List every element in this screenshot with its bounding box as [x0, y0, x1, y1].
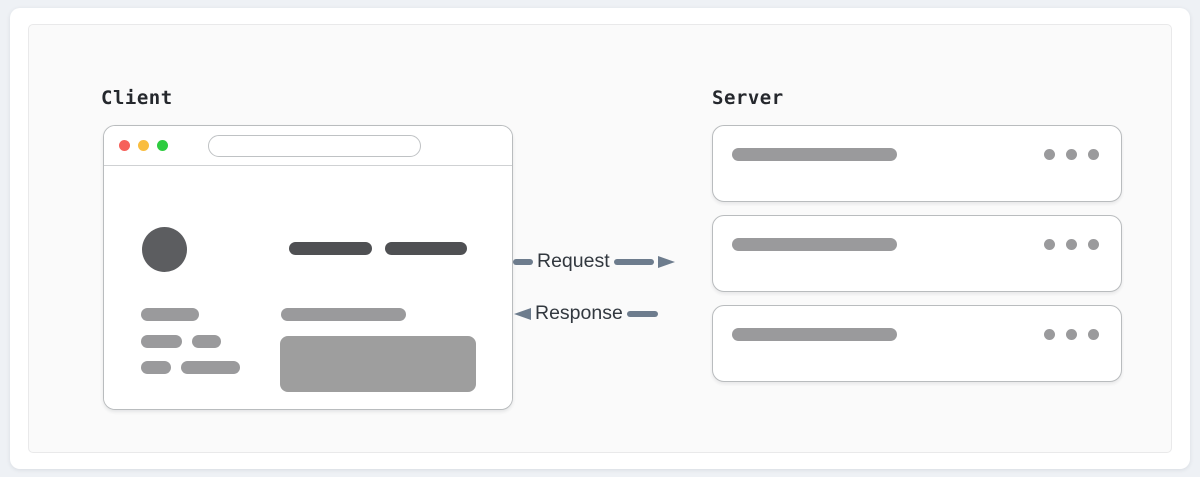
- server-unit-1: [712, 125, 1122, 202]
- heading-placeholder-bar-2: [385, 242, 467, 255]
- server-status-dot: [1088, 329, 1099, 340]
- response-line-right: [626, 311, 658, 317]
- server-rack-stack: [712, 125, 1122, 382]
- arrow-right-icon: [657, 256, 675, 268]
- flow-arrow-group: Request Response: [513, 235, 719, 345]
- client-browser-window: [103, 125, 513, 410]
- traffic-light-group: [119, 140, 168, 151]
- server-label-placeholder-bar: [732, 148, 897, 161]
- server-status-dot: [1088, 149, 1099, 160]
- request-line-left: [513, 259, 533, 265]
- server-status-dot: [1066, 149, 1077, 160]
- text-placeholder-bar-left-5: [181, 361, 240, 374]
- page-card: Client: [10, 8, 1190, 469]
- diagram-panel: Client: [28, 24, 1172, 453]
- server-unit-2: [712, 215, 1122, 292]
- content-block-placeholder: [280, 336, 476, 392]
- browser-content-area: [104, 166, 512, 409]
- server-status-dot: [1044, 239, 1055, 250]
- text-placeholder-bar-left-1: [141, 308, 199, 321]
- server-status-dot-group: [1044, 149, 1099, 160]
- request-label: Request: [537, 250, 610, 273]
- request-flow: Request: [513, 245, 719, 279]
- arrow-left-icon: [514, 308, 531, 320]
- response-flow: Response: [513, 297, 719, 331]
- server-label-placeholder-bar: [732, 238, 897, 251]
- text-placeholder-bar-left-2: [141, 335, 182, 348]
- maximize-dot[interactable]: [157, 140, 168, 151]
- server-unit-3: [712, 305, 1122, 382]
- server-status-dot: [1088, 239, 1099, 250]
- server-status-dot: [1044, 149, 1055, 160]
- server-status-dot-group: [1044, 239, 1099, 250]
- avatar-placeholder: [142, 227, 187, 272]
- server-status-dot-group: [1044, 329, 1099, 340]
- close-dot[interactable]: [119, 140, 130, 151]
- response-label: Response: [535, 302, 623, 325]
- server-section-title: Server: [712, 87, 784, 109]
- heading-placeholder-bar-1: [289, 242, 372, 255]
- text-placeholder-bar-right-1: [281, 308, 406, 321]
- text-placeholder-bar-left-3: [192, 335, 221, 348]
- url-bar-input[interactable]: [208, 135, 421, 157]
- request-line-right: [613, 259, 654, 265]
- minimize-dot[interactable]: [138, 140, 149, 151]
- server-status-dot: [1066, 329, 1077, 340]
- text-placeholder-bar-left-4: [141, 361, 171, 374]
- client-section-title: Client: [101, 87, 173, 109]
- server-label-placeholder-bar: [732, 328, 897, 341]
- server-status-dot: [1044, 329, 1055, 340]
- server-status-dot: [1066, 239, 1077, 250]
- browser-chrome-bar: [104, 126, 512, 166]
